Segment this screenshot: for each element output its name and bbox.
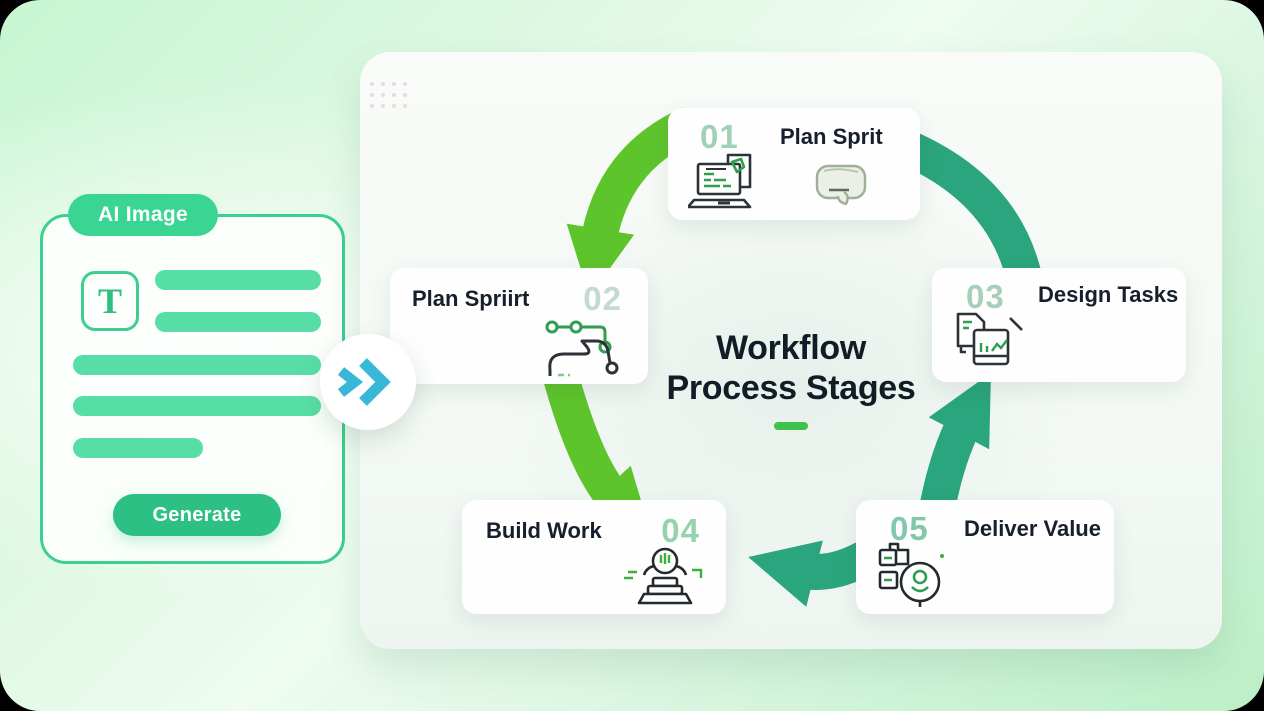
title-dash-decoration: [774, 422, 808, 430]
stage-card-plan-spriirt: Plan Spriirt 02: [390, 268, 648, 384]
chat-bubble-icon: [815, 164, 867, 206]
stage-label: Plan Spriirt: [412, 286, 530, 311]
stage-label: Design Tasks: [1038, 282, 1179, 307]
stage-card-deliver-value: 05 Deliver Value: [856, 500, 1114, 614]
transfer-arrow-circle: [320, 334, 416, 430]
stage-number: 03: [966, 278, 1005, 315]
arrow-02-to-04: [542, 369, 653, 539]
stage-label: Deliver Value: [964, 516, 1101, 541]
lightbulb-stand-icon: [624, 547, 703, 605]
text-tool-icon: T: [81, 271, 139, 331]
ai-prompt-card: T Generate: [40, 214, 345, 564]
prompt-text-line: [73, 355, 321, 375]
stage-card-design-tasks: 03 Design Tasks: [932, 268, 1186, 382]
generate-button[interactable]: Generate: [113, 494, 281, 536]
text-tool-glyph: T: [97, 281, 122, 321]
stage-card-plan-sprit: 01 Plan Sprit: [668, 108, 920, 220]
stage-card-build-work: Build Work 04: [462, 500, 726, 614]
prompt-text-line: [155, 312, 321, 332]
stage-label: Build Work: [486, 518, 602, 543]
flowchart-route-icon: [545, 320, 619, 377]
package-coin-icon: [878, 542, 944, 607]
stage-number: 05: [890, 510, 929, 547]
stage-number: 02: [583, 280, 622, 317]
dot-grid-decoration: [370, 82, 414, 115]
ai-image-badge-label: AI Image: [98, 203, 188, 226]
documents-chart-icon: [956, 312, 1023, 366]
workflow-title-line1: Workflow: [716, 329, 866, 367]
prompt-text-line: [155, 270, 321, 290]
prompt-text-line: [73, 438, 203, 458]
workflow-title-line2: Process Stages: [666, 369, 916, 407]
prompt-text-line: [73, 396, 321, 416]
generated-image-panel: 01 Plan Sprit: [360, 52, 1222, 649]
laptop-checklist-icon: [688, 153, 752, 209]
arc-01-to-03: [900, 131, 1044, 290]
stage-number: 04: [661, 512, 700, 549]
stage-label: Plan Sprit: [780, 124, 883, 149]
workflow-title: Workflow Process Stages: [360, 328, 1222, 430]
double-chevron-right-icon: [337, 358, 391, 406]
stage-number: 01: [700, 118, 739, 155]
ai-image-badge: AI Image: [68, 194, 218, 236]
arrow-05-to-03: [920, 372, 991, 508]
